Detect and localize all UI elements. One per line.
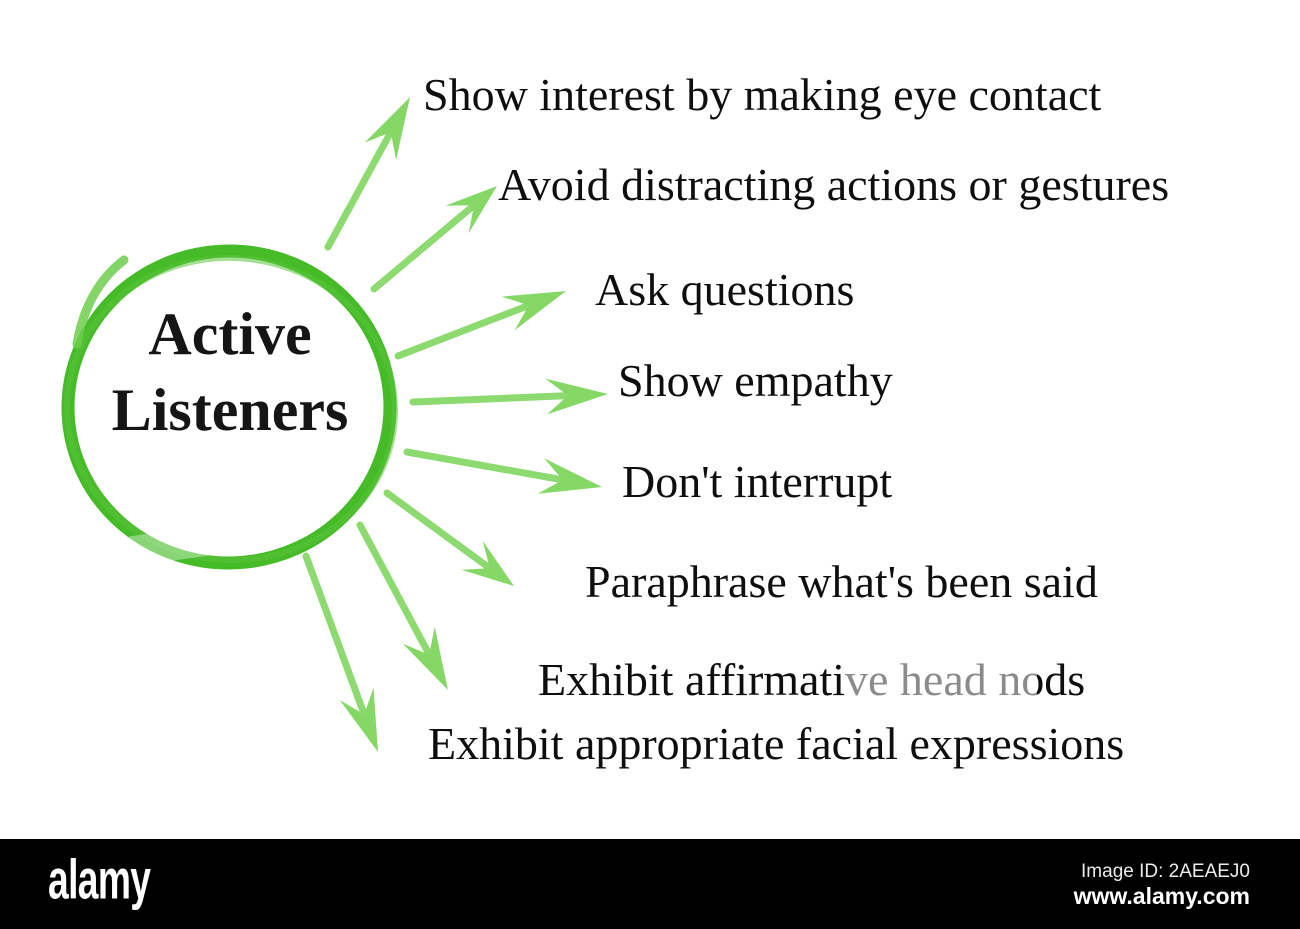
arrow-group [302,97,608,752]
alamy-url: www.alamy.com [1073,883,1250,909]
central-node: Active Listeners [70,296,390,448]
diagram-item-paraphrase: Paraphrase what's been said [585,556,1098,607]
image-id-text: Image ID: 2AEAEJ0 [1081,861,1250,882]
diagram-item-show-empathy: Show empathy [618,355,893,406]
circle-sketch-overshoot [72,255,129,349]
circle-ring [61,244,398,570]
central-node-line1: Active [148,301,312,367]
central-node-line2: Listeners [111,377,349,443]
diagram-item-avoid-distractions: Avoid distracting actions or gestures [498,159,1170,210]
diagram-item-facial-expressions: Exhibit appropriate facial expressions [428,718,1125,769]
footer-bar [0,839,1300,929]
diagram-item-head-nods: Exhibit affirmative head nods [538,654,1086,705]
alamy-logo: alamy [48,848,151,911]
diagram-item-eye-contact: Show interest by making eye contact [423,69,1102,120]
diagram-item-ask-questions: Ask questions [595,264,855,315]
diagram-item-dont-interrupt: Don't interrupt [622,456,893,507]
